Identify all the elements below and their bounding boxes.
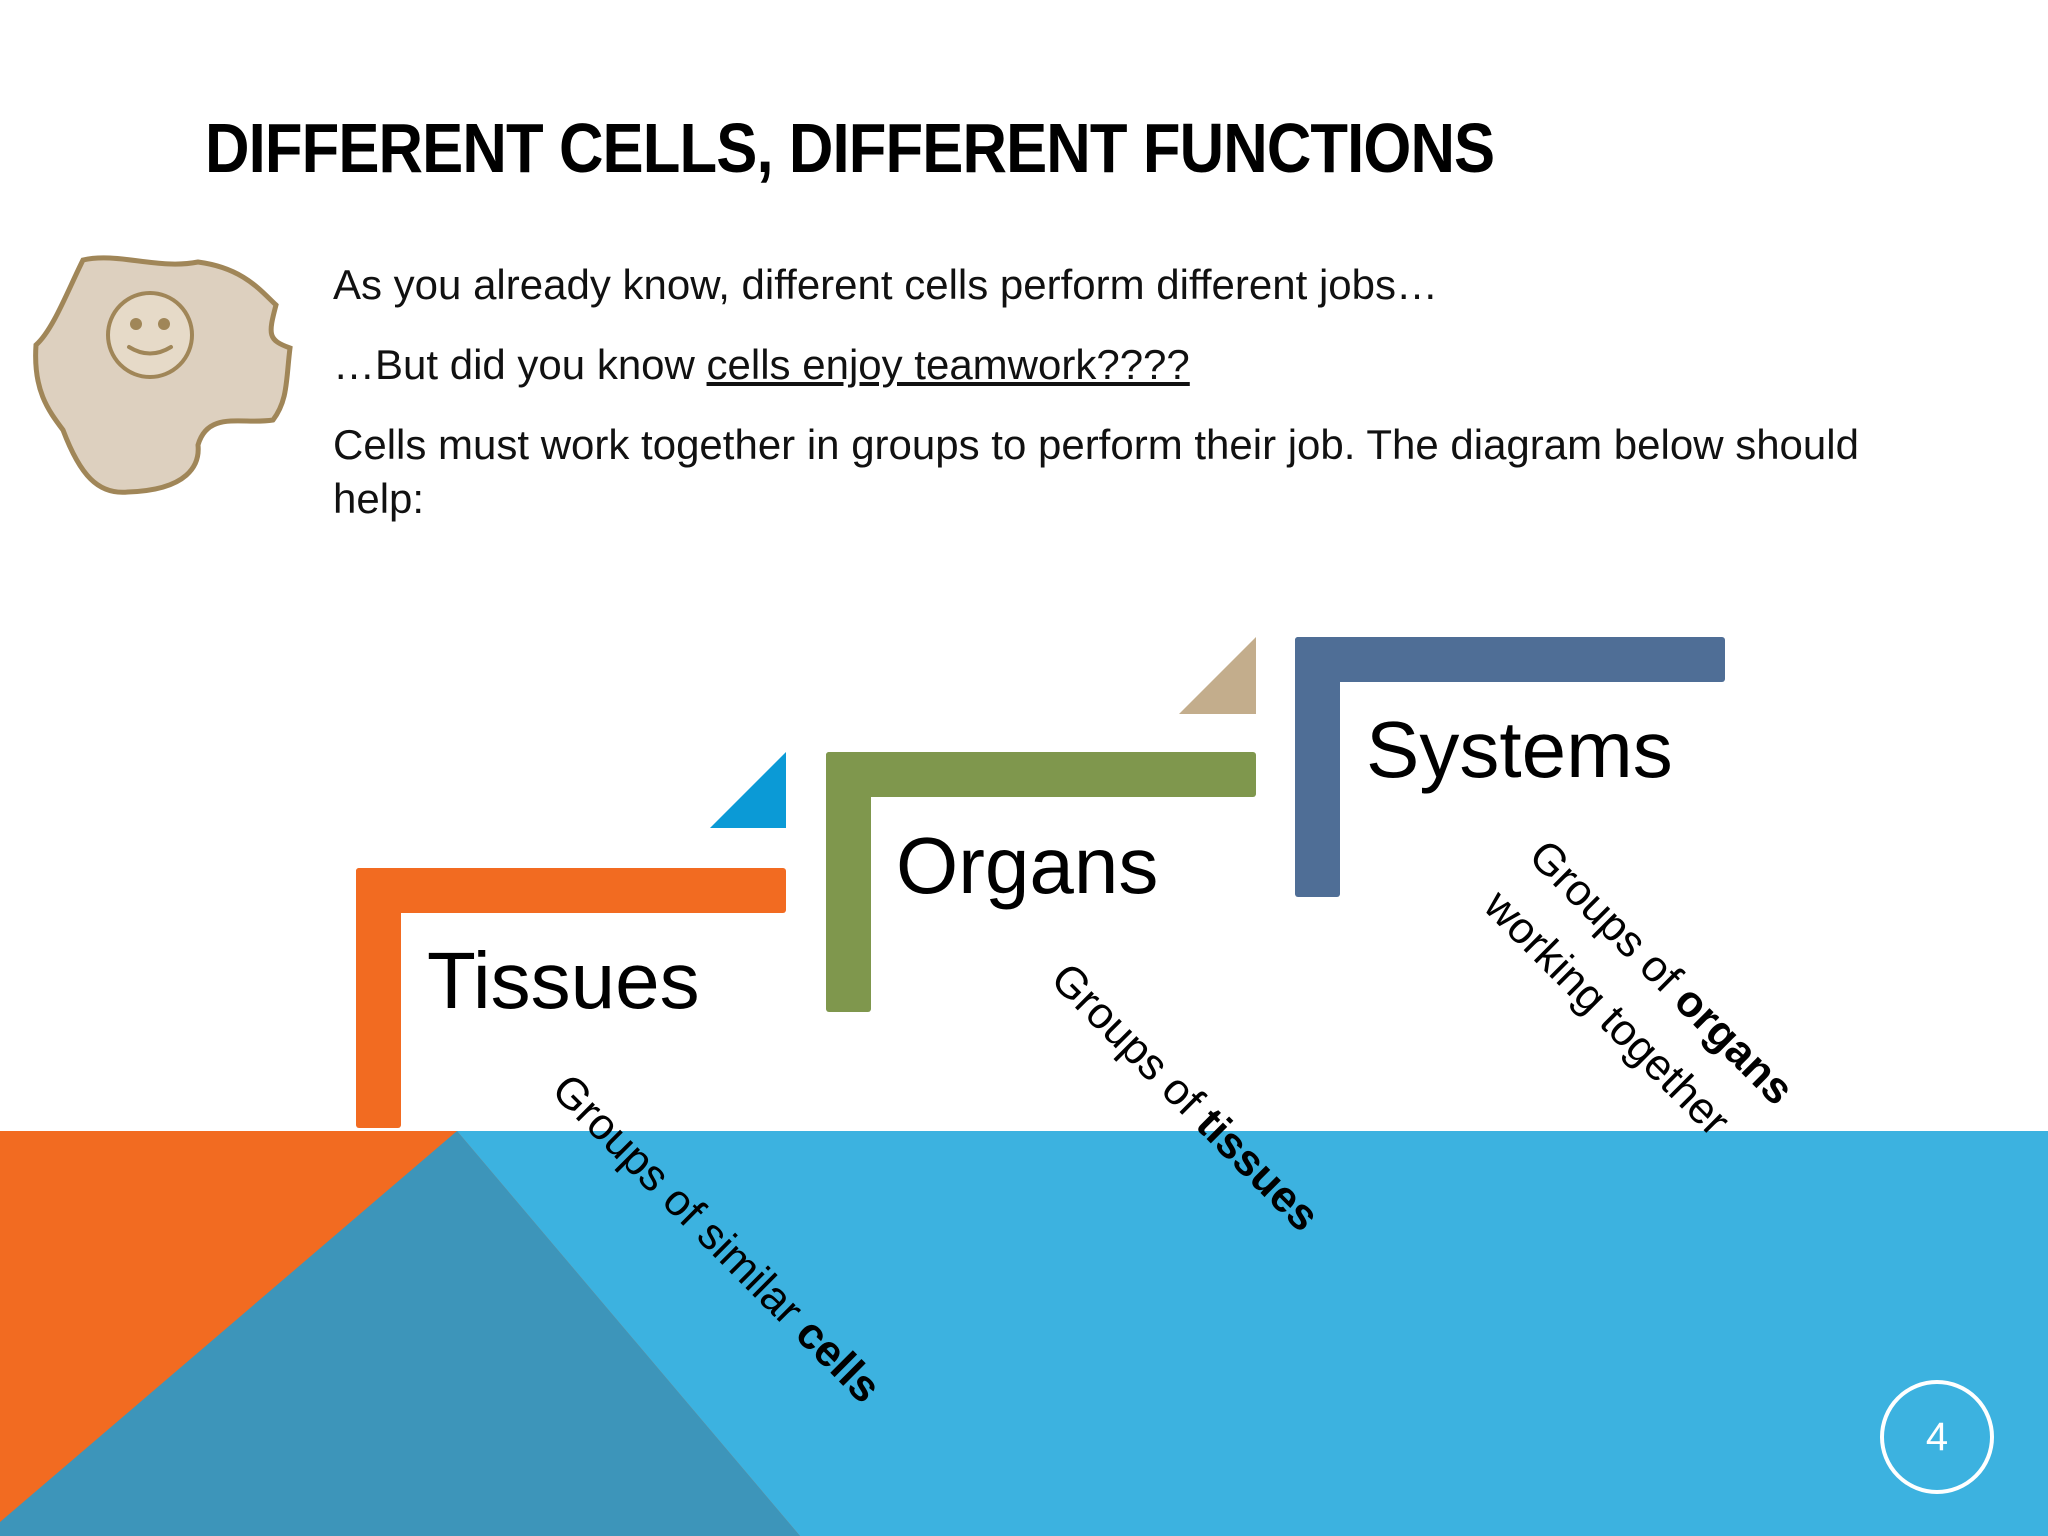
teamwork-line: …But did you know cells enjoy teamwork??… xyxy=(333,338,1893,392)
steel-wedge xyxy=(0,1131,800,1536)
intro-text-block: As you already know, different cells per… xyxy=(333,258,1893,552)
tissues-label: Tissues xyxy=(427,936,700,1025)
instruction-line: Cells must work together in groups to pe… xyxy=(333,421,1859,522)
tissues-step-shape xyxy=(356,868,786,1128)
systems-label: Systems xyxy=(1366,705,1673,794)
organs-arrow-icon xyxy=(1179,637,1256,714)
page-title: DIFFERENT CELLS, DIFFERENT FUNCTIONS xyxy=(205,109,1495,187)
organs-step-shape xyxy=(826,752,1256,1012)
tissues-arrow-icon xyxy=(710,752,786,828)
page-number-badge: 4 xyxy=(1880,1380,1994,1494)
teamwork-link: cells enjoy teamwork???? xyxy=(706,341,1190,388)
smiley-cell-icon xyxy=(33,255,293,495)
intro-line: As you already know, different cells per… xyxy=(333,261,1439,308)
organs-label: Organs xyxy=(896,821,1159,910)
teamwork-prefix: …But did you know xyxy=(333,341,707,388)
systems-step-shape xyxy=(1295,637,1725,897)
